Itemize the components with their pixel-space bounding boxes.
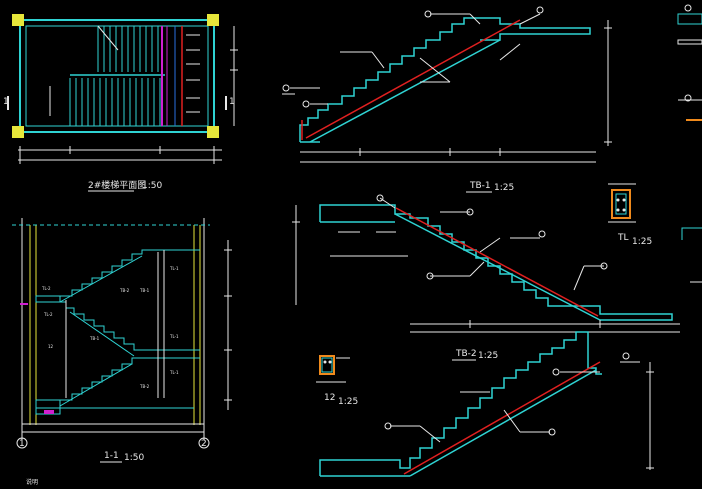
- tb1-title: TB-1: [469, 181, 491, 191]
- beam-section-12: [316, 355, 350, 383]
- beam-section-tl: [608, 183, 636, 223]
- tl-title: TL: [617, 233, 629, 243]
- section-label: TL-2: [41, 286, 51, 291]
- tb2-stair-detail: [292, 194, 680, 333]
- column-marker: [207, 126, 219, 138]
- tb1-leaders: [290, 13, 541, 105]
- section-label: TL-1: [169, 334, 179, 339]
- level-marker: [44, 410, 54, 414]
- column-marker: [12, 126, 24, 138]
- grid-bubble-1: [16, 437, 28, 449]
- section-label: TB-2: [139, 384, 150, 389]
- right-edge-partial-details: [677, 4, 702, 283]
- cut-mark-right: 1: [229, 97, 235, 107]
- tb2-leaders: [338, 197, 604, 291]
- section-label: TL-1: [169, 370, 179, 375]
- grid-label-2: 2: [201, 439, 207, 449]
- column-marker: [207, 14, 219, 26]
- plan-leaders: [186, 34, 200, 113]
- section-1-1-view: [12, 218, 232, 449]
- cut-mark-left: 1: [3, 97, 9, 107]
- section-scale: 1:50: [124, 453, 144, 463]
- tb2-scale: 1:25: [478, 351, 498, 361]
- bottom-stair-detail: [319, 331, 654, 477]
- tl-scale: 1:25: [632, 237, 652, 247]
- detail-12-scale: 1:25: [338, 397, 358, 407]
- section-label: TL-2: [43, 312, 53, 317]
- plan-scale: 1:50: [142, 181, 162, 191]
- grid-bubble-2: [198, 437, 210, 449]
- section-label: 12: [48, 344, 54, 349]
- tb1-stair-detail: [282, 6, 612, 163]
- note-text: 说明: [26, 478, 38, 486]
- section-label: TL-1: [169, 266, 179, 271]
- section-label: TB-1: [89, 336, 100, 341]
- plan-title: 2#楼梯平面图: [88, 179, 146, 191]
- section-label: TB-2: [119, 288, 130, 293]
- detail-12-title: 12: [324, 393, 335, 403]
- upper-flight-treads: [97, 26, 159, 72]
- tb1-scale: 1:25: [494, 183, 514, 193]
- stair-plan-view: [7, 14, 238, 164]
- column-marker: [12, 14, 24, 26]
- tb2-title: TB-2: [455, 349, 477, 359]
- section-label: TB-1: [139, 288, 150, 293]
- lower-flight-treads: [69, 78, 161, 126]
- bottom-stair-leaders: [390, 361, 640, 443]
- section-title: 1-1: [104, 451, 119, 461]
- grid-label-1: 1: [19, 439, 25, 449]
